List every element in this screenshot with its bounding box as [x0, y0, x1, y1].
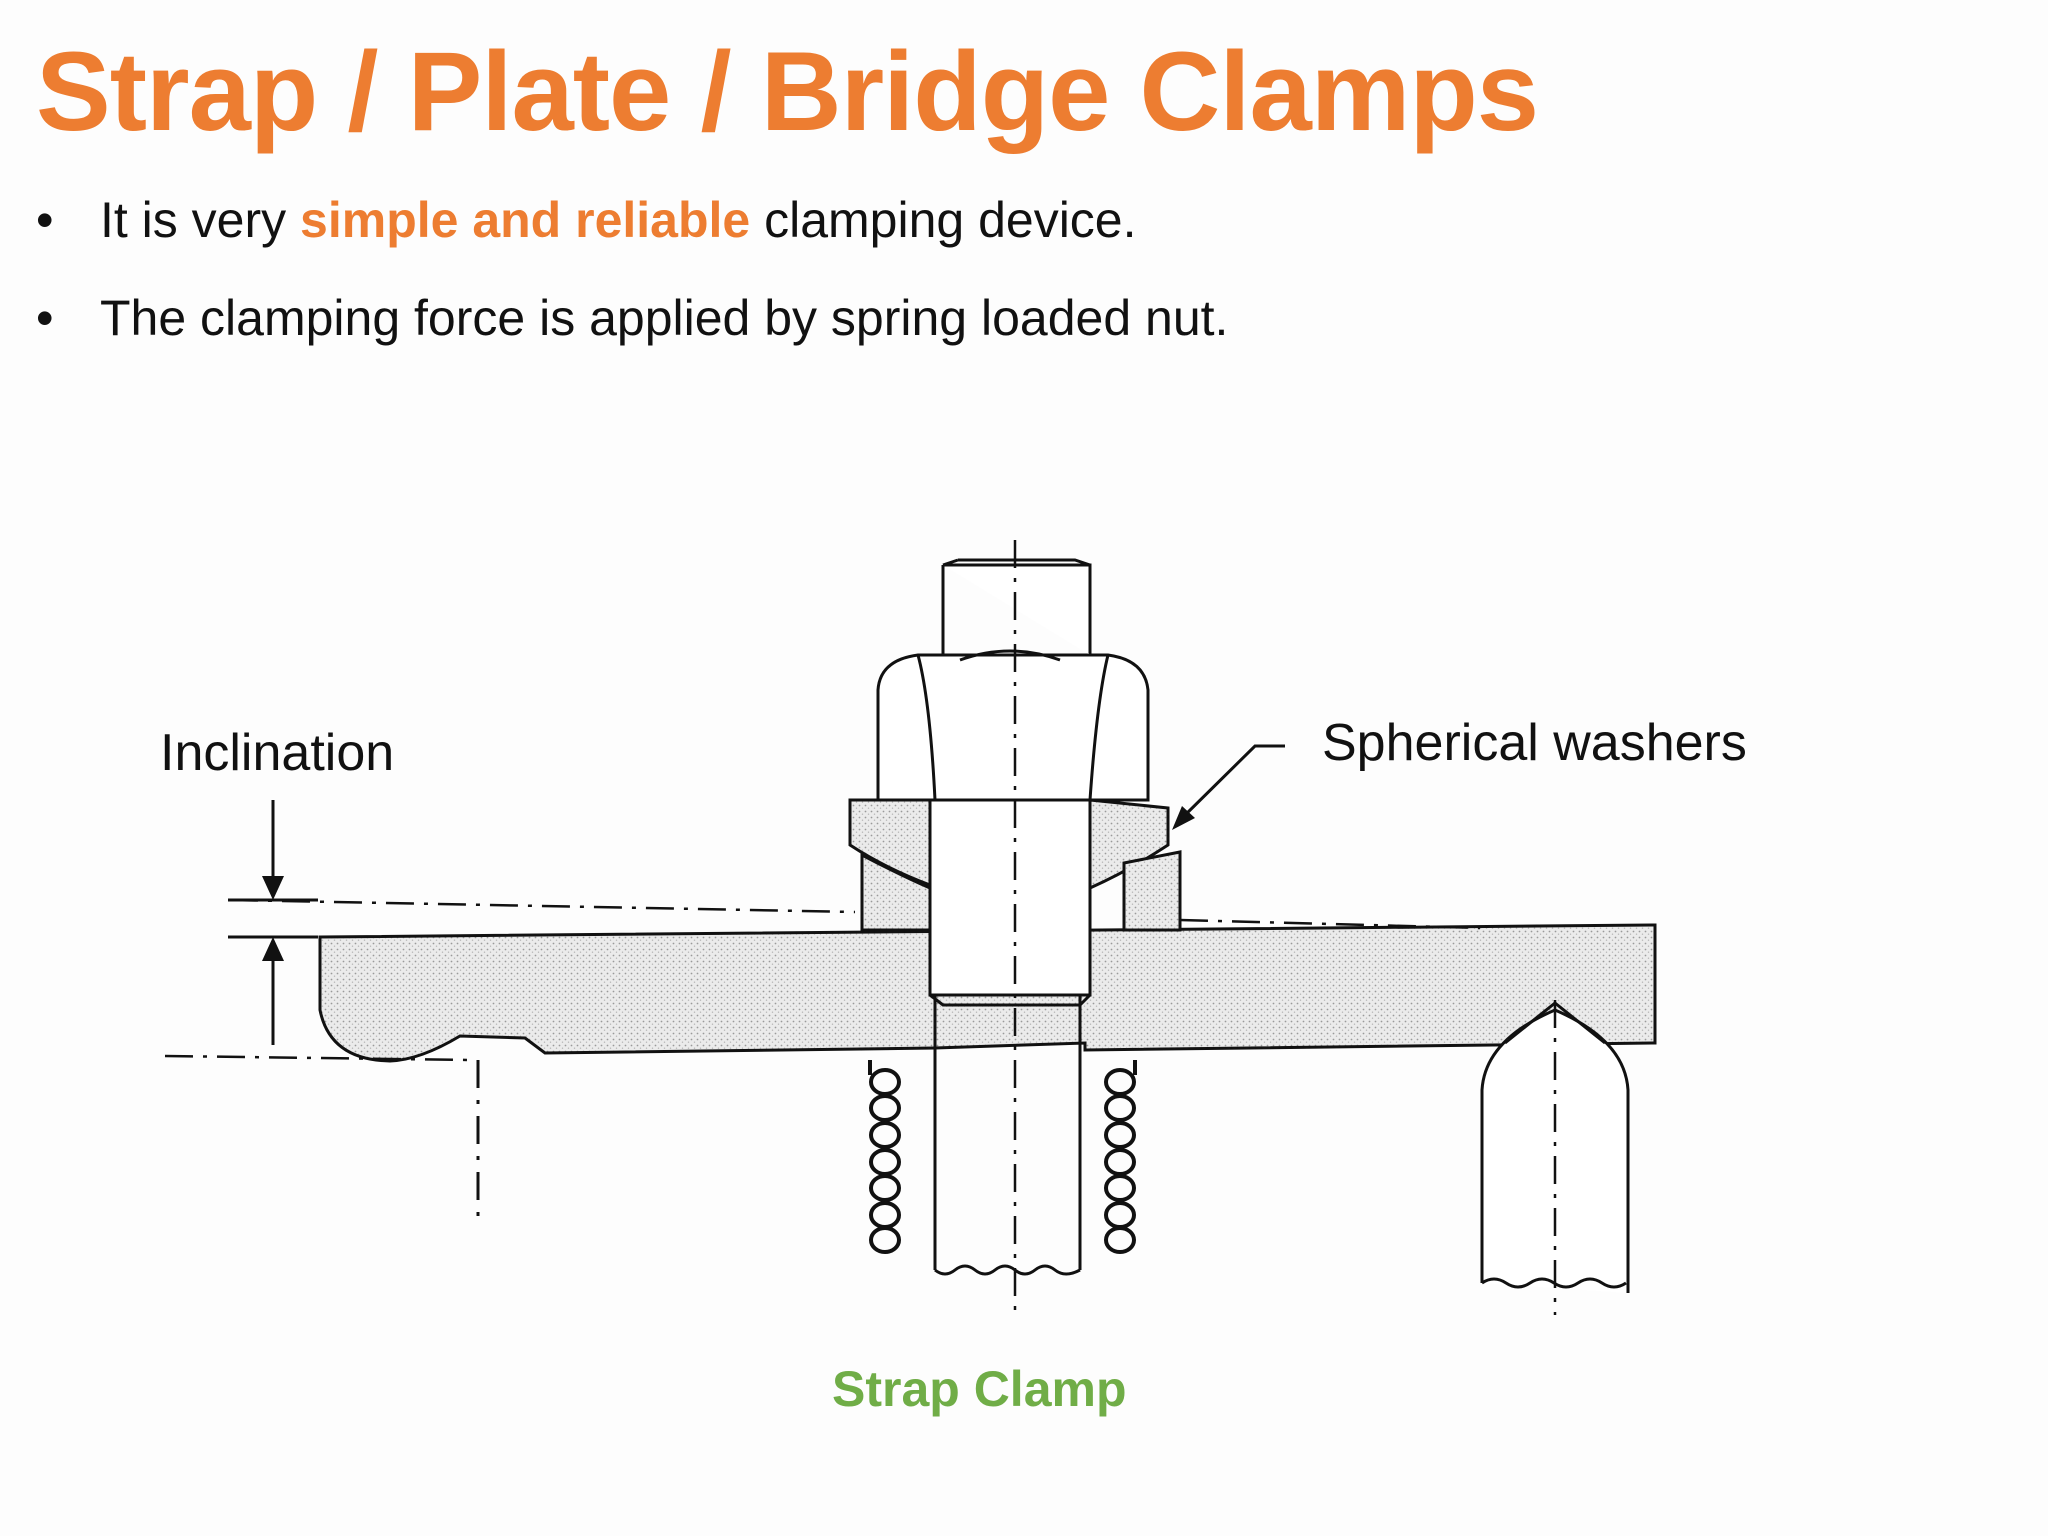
slide-title: Strap / Plate / Bridge Clamps [36, 29, 1539, 154]
stud-upper [941, 563, 1092, 655]
spring [868, 1060, 1137, 1254]
bullet-item: • The clamping force is applied by sprin… [36, 288, 1228, 348]
inclination-dimension [228, 800, 318, 1045]
bullet-item: • It is very simple and reliable clampin… [36, 190, 1228, 250]
hex-nut [876, 653, 1150, 802]
bullet-marker: • [36, 290, 54, 346]
bullet-highlight: simple and reliable [300, 192, 751, 248]
bolt-shank [928, 798, 1092, 997]
inclination-label: Inclination [160, 724, 394, 782]
right-lower-washer [1122, 850, 1182, 932]
washer-leader [1176, 744, 1285, 824]
inclination-arrow-down [262, 876, 284, 900]
bullet-marker: • [36, 192, 54, 248]
center-lines [164, 540, 1557, 1315]
spherical-washers-label: Spherical washers [1322, 714, 1747, 772]
bullet-text-before: It is very [100, 192, 301, 248]
inclination-arrow-up [262, 937, 284, 961]
diagram-caption: Strap Clamp [832, 1361, 1127, 1417]
bullet-text: The clamping force is applied by spring … [100, 290, 1229, 346]
bullet-text-after: clamping device. [750, 192, 1137, 248]
bullet-list: • It is very simple and reliable clampin… [36, 190, 1228, 386]
bolt-lower [933, 995, 1082, 1270]
washer-leader-arrow [1172, 806, 1195, 830]
